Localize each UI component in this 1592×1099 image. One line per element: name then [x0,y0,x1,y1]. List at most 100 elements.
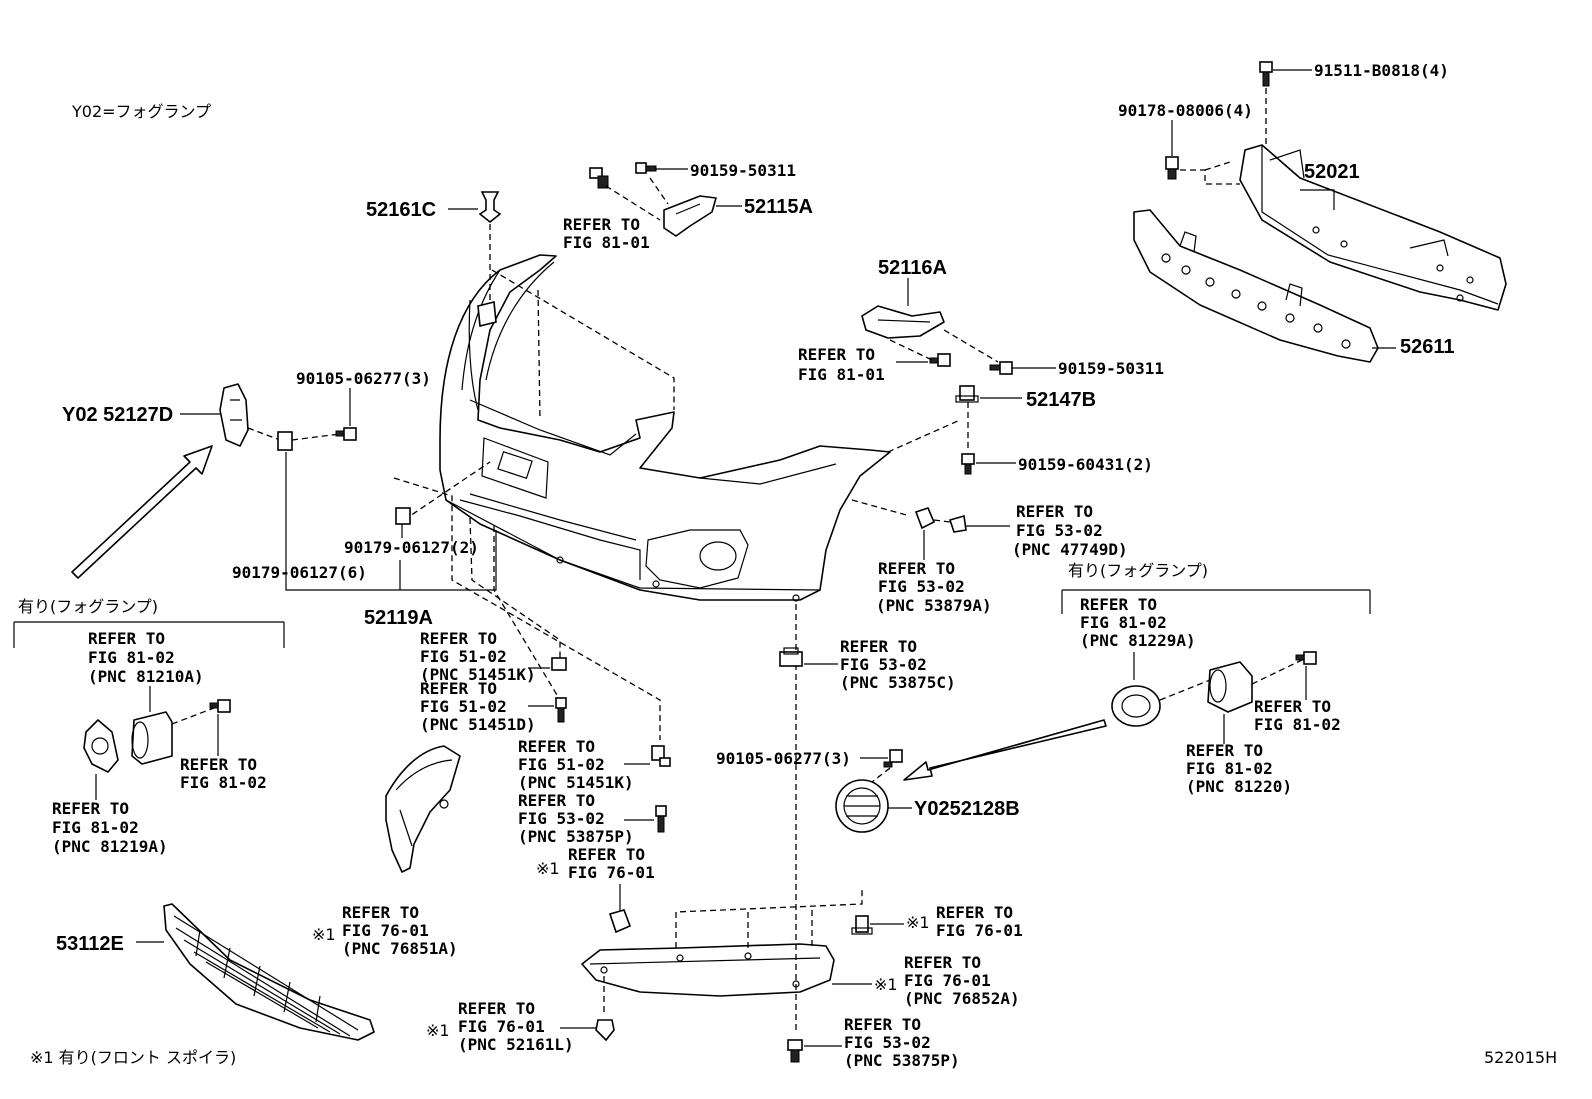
bumper-reinforcement-52021[interactable] [1239,144,1507,311]
clip-52161C-icon[interactable] [478,191,502,224]
refer-53-02-e-line2: FIG 53-02 [844,1033,931,1052]
bolt-90159-60431-icon[interactable] [961,453,975,475]
refer-81-01-b-line2: FIG 81-01 [798,365,885,384]
clip-90179-left-icon[interactable] [277,431,293,451]
fog-lamp-left-icon[interactable] [131,711,173,765]
label-52119A: 52119A [364,607,433,629]
label-91511: 91511-B0818(4) [1314,61,1449,80]
refer-51-02-c-line1: REFER TO [518,737,595,756]
fog-cover-52128B[interactable] [835,779,889,833]
refer-76-01-a-mark: ※1 [536,859,560,878]
refer-81-02-t-line3: (PNC 81220) [1186,777,1292,796]
front-bumper-cover-52119A[interactable] [439,254,891,602]
refer-53-02-c-line2: FIG 53-02 [518,809,605,828]
fog-left-title: 有り(フォグランプ) [18,597,158,616]
spoiler-clip-left-icon[interactable] [608,909,632,934]
label-90105-06277-right: 90105-06277(3) [716,749,851,768]
refer-53-02-e-line1: REFER TO [844,1015,921,1034]
refer-51-02-a-line3: (PNC 51451K) [420,665,536,684]
refer-81-02-r-line3: (PNC 81229A) [1080,631,1196,650]
screw-90159-50311-top-icon[interactable] [635,162,657,174]
refer-53-02-a-line1: REFER TO [1016,502,1093,521]
refer-53-02-e-line3: (PNC 53875P) [844,1051,960,1070]
label-52116A: 52116A [878,257,947,279]
refer-81-01-b-line1: REFER TO [798,345,875,364]
refer-81-02-t-line2: FIG 81-02 [1186,759,1273,778]
fog-lamp-right-icon[interactable] [1207,661,1253,713]
front-spoiler-76852A[interactable] [581,943,835,997]
clip-52115-screw-icon[interactable] [589,167,609,189]
y02-note: Y02=フォグランプ [71,102,211,121]
clip-51451K-b-icon[interactable] [651,745,671,767]
label-90159-60431: 90159-60431(2) [1018,455,1153,474]
nut-90178-icon[interactable] [1165,156,1179,180]
side-retainer-52116A[interactable] [861,305,945,339]
screw-51451D-icon[interactable] [555,697,567,723]
refer-81-02-m-line1: REFER TO [180,755,257,774]
refer-53-02-b-line3: (PNC 53879A) [876,596,992,615]
refer-53-02-b-line2: FIG 53-02 [878,577,965,596]
refer-51-02-c-line3: (PNC 51451K) [518,773,634,792]
fog-lamp-right-bracket-icon[interactable] [1111,685,1161,727]
label-90179-06127-6: 90179-06127(6) [232,563,367,582]
fog-bracket-52127D[interactable] [219,383,249,447]
label-52147B: 52147B [1026,389,1096,411]
spoiler-clip-right-icon[interactable] [851,915,873,935]
refer-76-01-b-line2: FIG 76-01 [342,921,429,940]
clip-52161L-icon[interactable] [595,1019,615,1042]
screw-90159-50311-mid-icon[interactable] [989,361,1013,375]
refer-51-02-b-line2: FIG 51-02 [420,697,507,716]
impact-absorber-52611[interactable] [1133,209,1379,363]
bolt-91511-icon[interactable] [1259,61,1273,87]
fog-lamp-right-screw-icon[interactable] [1295,651,1317,665]
label-90179-06127-2: 90179-06127(2) [344,538,479,557]
clip-51451K-a-icon[interactable] [551,657,567,671]
refer-81-01-a-line1: REFER TO [563,215,640,234]
screw-90105-06277-right-icon[interactable] [883,749,903,768]
refer-76-01-e-line3: (PNC 52161L) [458,1035,574,1054]
lower-grille-53112E[interactable] [163,903,375,1041]
nut-52147B-icon[interactable] [955,385,979,403]
refer-76-01-b-mark: ※1 [312,925,336,944]
cover-retainer-icon[interactable] [477,300,497,328]
refer-51-02-a-line2: FIG 51-02 [420,647,507,666]
refer-76-01-a-line2: FIG 76-01 [568,863,655,882]
side-clip-icon[interactable] [914,507,967,533]
fog-lamp-left-bracket-icon[interactable] [83,719,119,773]
refer-51-02-b-line1: REFER TO [420,679,497,698]
refer-81-02-r-line1: REFER TO [1080,595,1157,614]
bumper-bracket-52115A[interactable] [663,195,717,237]
label-52611: 52611 [1400,336,1455,358]
clip-90179-center-icon[interactable] [395,507,411,525]
refer-76-01-e-line1: REFER TO [458,999,535,1018]
screw-53875P-center-icon[interactable] [655,805,667,833]
side-spoiler-left-76851A[interactable] [385,745,461,873]
label-52021: 52021 [1304,161,1360,183]
screw-52116-icon[interactable] [929,353,951,367]
refer-51-02-a-line1: REFER TO [420,629,497,648]
refer-76-01-e-line2: FIG 76-01 [458,1017,545,1036]
refer-76-01-d-line3: (PNC 76852A) [904,989,1020,1008]
refer-81-02-n-line3: (PNC 81219A) [52,837,168,856]
refer-81-02-t-line1: REFER TO [1186,741,1263,760]
label-52128B: Y0252128B [914,798,1020,820]
refer-51-02-b-line3: (PNC 51451D) [420,715,536,734]
label-90159-50311-mid: 90159-50311 [1058,359,1164,378]
refer-53-02-b-line1: REFER TO [878,559,955,578]
label-52161C: 52161C [366,199,436,221]
screw-90105-06277-left-icon[interactable] [335,427,357,441]
clip-53875C-icon[interactable] [779,647,803,667]
refer-76-01-d-line2: FIG 76-01 [904,971,991,990]
screw-53875P-bottom-icon[interactable] [787,1039,803,1063]
label-90105-06277-left: 90105-06277(3) [296,369,431,388]
refer-76-01-d-line1: REFER TO [904,953,981,972]
install-direction-arrow-icon [71,445,213,579]
refer-76-01-b-line3: (PNC 76851A) [342,939,458,958]
refer-53-02-d-line3: (PNC 53875C) [840,673,956,692]
fog-cover-install-arrow-icon [903,719,1107,781]
figure-code: 522015H [1484,1048,1557,1067]
label-52127D: Y02 52127D [62,404,173,426]
fog-lamp-left-screw-icon[interactable] [209,699,231,713]
refer-53-02-d-line2: FIG 53-02 [840,655,927,674]
